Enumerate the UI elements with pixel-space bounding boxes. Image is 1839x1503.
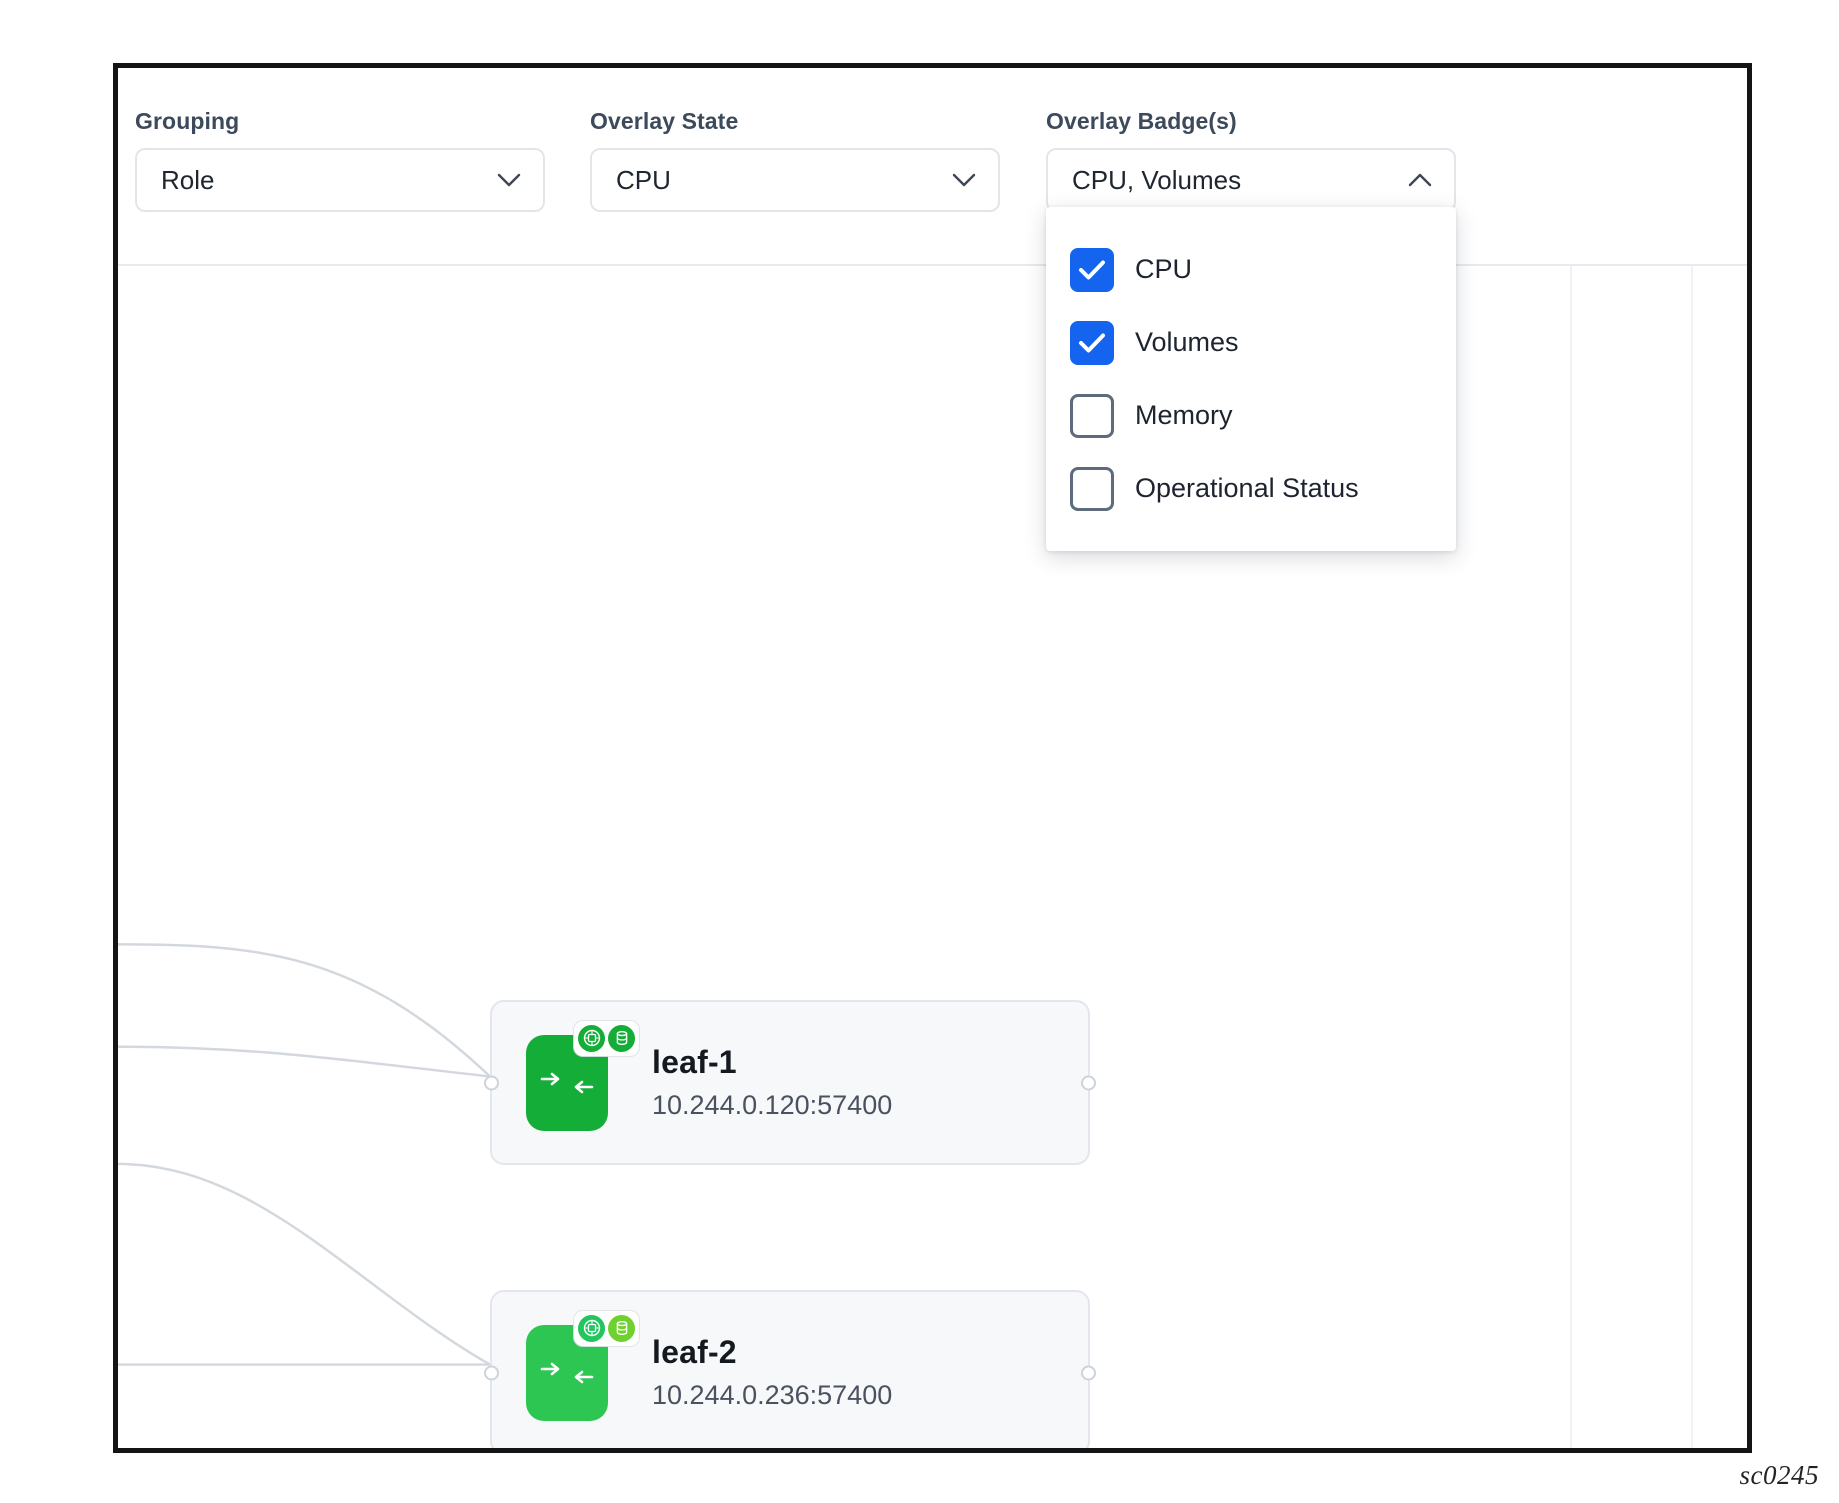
badge-option-cpu[interactable]: CPU <box>1046 233 1456 306</box>
badge-option-operational-status[interactable]: Operational Status <box>1046 452 1456 525</box>
badge-option-volumes[interactable]: Volumes <box>1046 306 1456 379</box>
overlay-state-select[interactable]: CPU <box>590 148 1000 212</box>
overlay-state-select-value: CPU <box>616 164 671 195</box>
badge-option-label: Operational Status <box>1135 473 1359 503</box>
chevron-down-icon <box>952 173 976 187</box>
checkbox-unchecked-icon[interactable] <box>1070 393 1114 438</box>
edge-link <box>118 943 491 1078</box>
checkbox-unchecked-icon[interactable] <box>1070 466 1114 511</box>
cpu-badge <box>578 1024 605 1052</box>
grouping-select[interactable]: Role <box>135 148 545 212</box>
node-icon-wrap <box>526 1020 639 1131</box>
node-port-left[interactable] <box>484 1075 499 1090</box>
topology-canvas[interactable]: leaf-1 10.244.0.120:57400 <box>118 266 1747 1448</box>
node-title: leaf-1 <box>652 1044 737 1081</box>
topology-node-leaf-2[interactable]: leaf-2 10.244.0.236:57400 <box>484 1290 1096 1448</box>
grouping-select-value: Role <box>161 164 215 195</box>
volumes-badge <box>608 1314 635 1342</box>
badge-option-label: CPU <box>1135 254 1193 284</box>
overlay-state-label: Overlay State <box>590 108 739 134</box>
topology-toolbar: Grouping Role Overlay State CPU <box>118 68 1747 266</box>
edge-link <box>118 1162 491 1366</box>
node-text: leaf-1 10.244.0.120:57400 <box>652 1044 892 1121</box>
checkbox-checked-icon[interactable] <box>1070 320 1114 365</box>
node-port-right[interactable] <box>1081 1075 1096 1090</box>
overlay-badges-dropdown-menu[interactable]: CPU Volumes Memory Operational Status <box>1046 207 1456 551</box>
topology-edges <box>118 943 491 1366</box>
chevron-down-icon <box>497 173 521 187</box>
badge-option-label: Memory <box>1135 400 1233 430</box>
node-icon-wrap <box>526 1310 639 1421</box>
node-text: leaf-2 10.244.0.236:57400 <box>652 1334 892 1411</box>
overlay-badges-select[interactable]: CPU, Volumes <box>1046 148 1456 212</box>
node-address: 10.244.0.120:57400 <box>652 1089 893 1120</box>
overlay-badges-label: Overlay Badge(s) <box>1046 108 1237 134</box>
volumes-badge <box>608 1024 635 1052</box>
grouping-label: Grouping <box>135 108 240 134</box>
node-port-left[interactable] <box>484 1365 499 1380</box>
node-port-right[interactable] <box>1081 1365 1096 1380</box>
badge-option-memory[interactable]: Memory <box>1046 379 1456 452</box>
canvas-divider-line <box>1570 266 1572 1448</box>
app-window: Grouping Role Overlay State CPU <box>113 63 1752 1453</box>
topology-node-leaf-1[interactable]: leaf-1 10.244.0.120:57400 <box>484 1000 1096 1165</box>
cpu-badge <box>578 1314 605 1342</box>
grouping-control: Grouping Role <box>135 108 545 212</box>
node-title: leaf-2 <box>652 1334 737 1371</box>
overlay-badges-select-value: CPU, Volumes <box>1072 164 1242 195</box>
badge-option-label: Volumes <box>1135 327 1239 357</box>
node-address: 10.244.0.236:57400 <box>652 1379 893 1410</box>
watermark: sc0245 <box>1739 1460 1819 1490</box>
node-badges <box>574 1310 639 1346</box>
chevron-up-icon <box>1408 173 1432 187</box>
edge-link <box>118 1045 491 1078</box>
node-badges <box>574 1020 639 1056</box>
overlay-state-control: Overlay State CPU <box>590 108 1000 212</box>
checkbox-checked-icon[interactable] <box>1070 247 1114 292</box>
overlay-badges-control: Overlay Badge(s) CPU, Volumes <box>1046 108 1456 212</box>
canvas-divider-line <box>1691 266 1693 1448</box>
